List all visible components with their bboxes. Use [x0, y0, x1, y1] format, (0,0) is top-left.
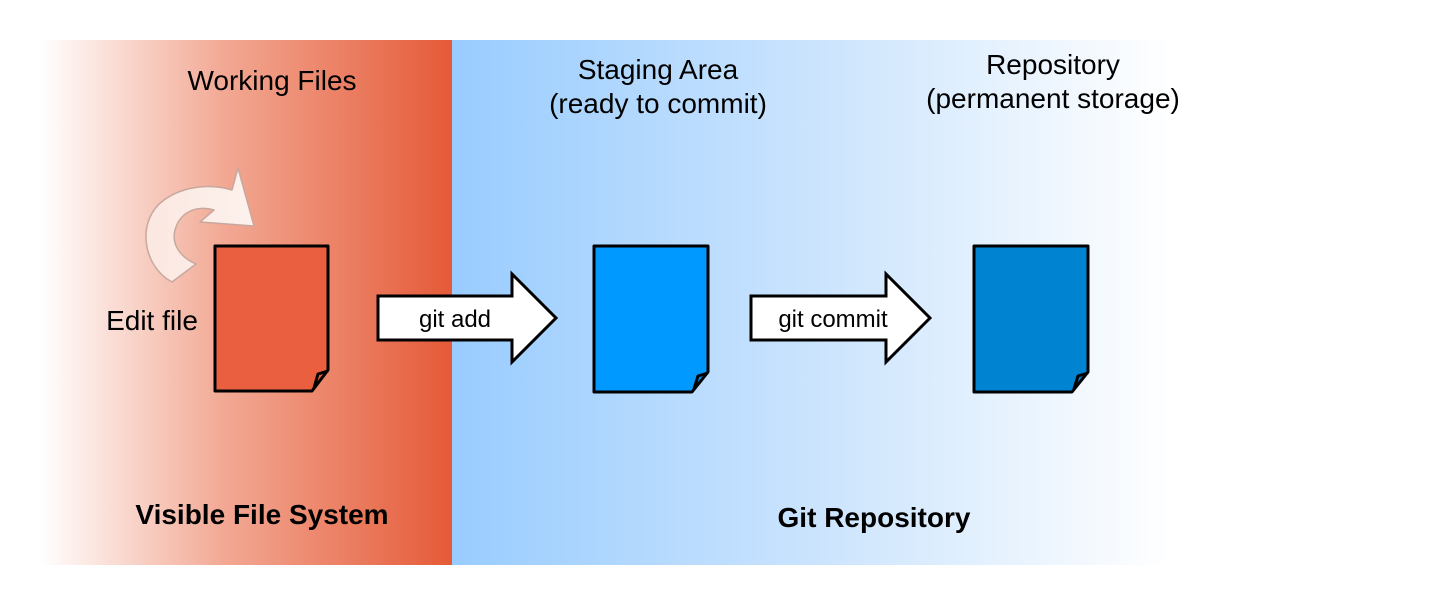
visible-file-system-label: Visible File System — [135, 499, 388, 530]
working-file-document-icon — [213, 244, 330, 393]
working-file-fold — [312, 369, 329, 389]
edit-cycle-arrow-icon — [145, 167, 255, 283]
working-files-title: Working Files — [187, 65, 356, 96]
git-add-arrow — [376, 270, 559, 366]
repository-title: Repository — [986, 49, 1120, 80]
git-commit-label: git commit — [778, 306, 888, 333]
staging-area-title: Staging Area — [578, 54, 739, 85]
staging-area-subtitle: (ready to commit) — [549, 88, 767, 119]
staged-file-document-icon — [592, 244, 710, 394]
staged-file-fold — [692, 371, 709, 390]
committed-file-fold — [1072, 371, 1089, 390]
committed-file-document-icon — [972, 244, 1090, 394]
git-repository-label: Git Repository — [778, 502, 971, 533]
git-commit-arrow — [749, 270, 933, 366]
git-add-label: git add — [419, 306, 491, 333]
edit-file-label: Edit file — [106, 305, 198, 336]
repository-subtitle: (permanent storage) — [926, 83, 1180, 114]
